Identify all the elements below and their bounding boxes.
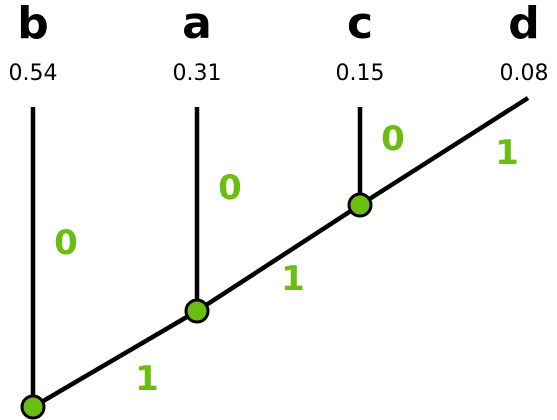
edge-node-2-to-d bbox=[358, 96, 530, 207]
leaf-symbols: b a c d bbox=[17, 0, 540, 49]
edge-node-1-to-node-2 bbox=[195, 203, 362, 313]
leaf-symbol-c: c bbox=[347, 0, 373, 49]
edge-bit-labels: 0 0 0 1 1 1 bbox=[54, 119, 519, 399]
bit-label-d: 1 bbox=[495, 133, 519, 173]
leaf-symbol-d: d bbox=[508, 0, 540, 49]
leaf-probability-b: 0.54 bbox=[9, 61, 58, 86]
internal-node-2 bbox=[347, 192, 373, 218]
leaf-probability-c: 0.15 bbox=[336, 61, 385, 86]
edge-root-to-node-1 bbox=[31, 309, 199, 409]
bit-label-c: 0 bbox=[381, 119, 405, 159]
root-node bbox=[20, 394, 46, 420]
tree-edges bbox=[30, 96, 530, 409]
bit-label-a: 0 bbox=[218, 168, 242, 208]
tree-nodes bbox=[20, 192, 373, 420]
leaf-probability-d: 0.08 bbox=[500, 61, 549, 86]
bit-label-spine-1: 1 bbox=[135, 359, 159, 399]
internal-node-1 bbox=[184, 298, 210, 324]
leaf-probability-a: 0.31 bbox=[173, 61, 222, 86]
leaf-symbol-b: b bbox=[17, 0, 49, 49]
leaf-symbol-a: a bbox=[182, 0, 212, 49]
leaf-probabilities: 0.54 0.31 0.15 0.08 bbox=[9, 61, 549, 86]
bit-label-b: 0 bbox=[54, 223, 78, 263]
bit-label-spine-2: 1 bbox=[281, 259, 305, 299]
